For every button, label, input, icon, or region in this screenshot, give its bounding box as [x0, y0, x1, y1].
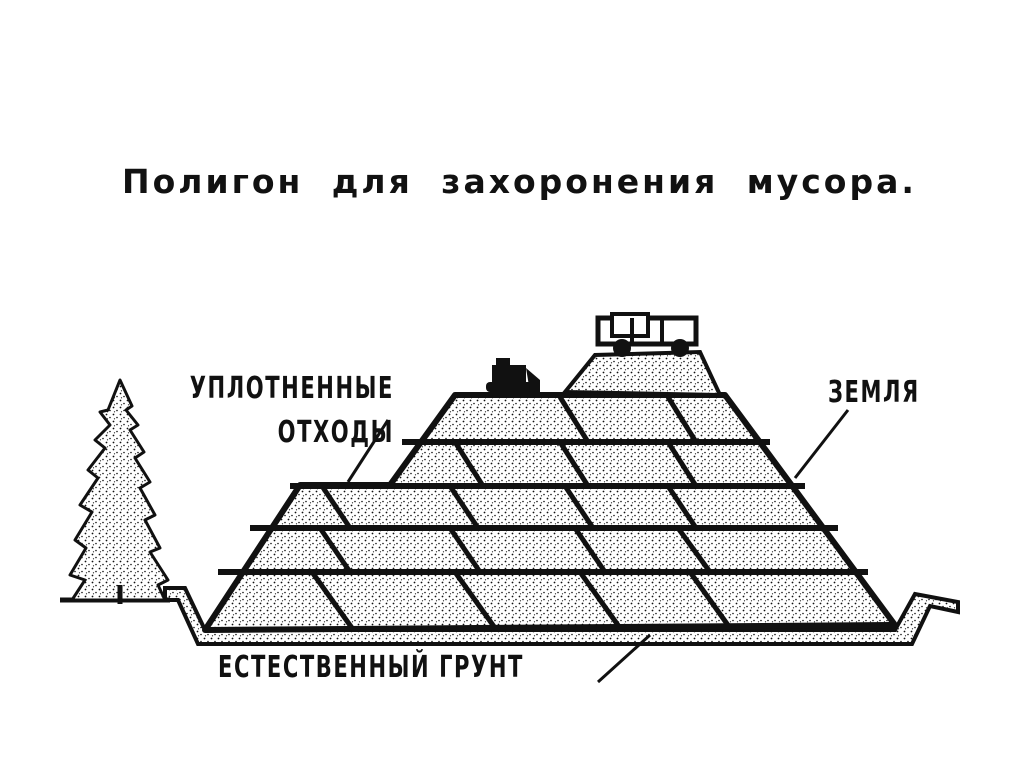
compacted-waste-label-line1: УПЛОТНЕННЫЕ: [189, 371, 394, 406]
landfill-body: [202, 349, 898, 633]
diagram-title: Полигон для захоронения мусора.: [122, 162, 917, 201]
compacted-waste-label: УПЛОТНЕННЫЕ ОТХОДЫ: [170, 374, 394, 448]
leader-lines: [346, 409, 850, 684]
earth-label: ЗЕМЛЯ: [828, 375, 920, 410]
truck-icon: [595, 312, 699, 357]
tree-icon: [68, 378, 170, 604]
natural-ground-label: ЕСТЕСТВЕННЫЙ ГРУНТ: [218, 650, 524, 685]
bulldozer-icon: [486, 358, 540, 392]
compacted-waste-label-line2: ОТХОДЫ: [277, 415, 394, 450]
